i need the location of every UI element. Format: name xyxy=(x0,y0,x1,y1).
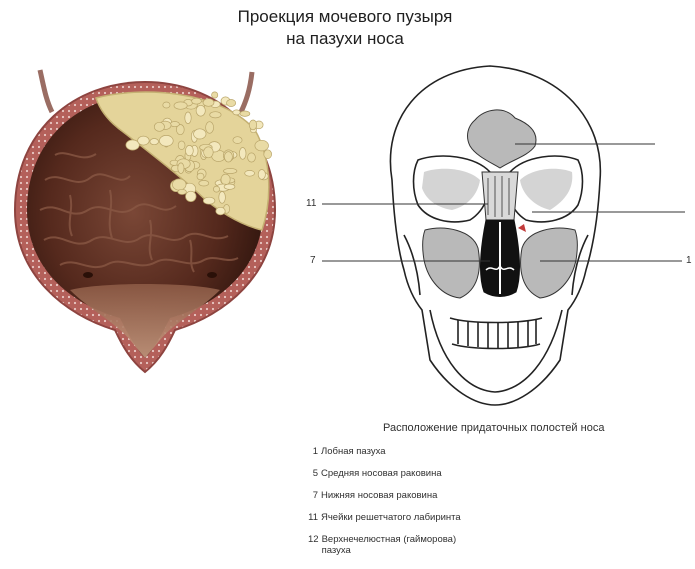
stone xyxy=(239,148,246,160)
left-ureteral-orifice xyxy=(83,272,93,278)
legend-number: 1 xyxy=(308,446,318,457)
stone xyxy=(192,98,202,104)
legend-number: 7 xyxy=(308,490,318,501)
legend-item: 11Ячейки решетчатого лабиринта xyxy=(308,512,482,534)
teeth xyxy=(458,320,536,348)
stone xyxy=(197,173,204,180)
skull-diagram xyxy=(300,60,695,415)
right-ureteral-orifice xyxy=(207,272,217,278)
legend-number: 5 xyxy=(308,468,318,479)
legend: 1Лобная пазуха 5Средняя носовая раковина… xyxy=(308,446,482,560)
stone xyxy=(126,140,139,150)
stone xyxy=(212,92,218,98)
legend-item: 1Лобная пазуха xyxy=(308,446,482,468)
legend-item: 12Верхнечелюстная (гайморова) пазуха xyxy=(308,534,482,560)
legend-item: 7Нижняя носовая раковина xyxy=(308,490,482,512)
legend-number: 11 xyxy=(308,512,318,523)
stone xyxy=(206,122,214,134)
callout-7: 7 xyxy=(310,255,316,266)
stone xyxy=(185,112,191,124)
legend-number: 12 xyxy=(308,534,319,545)
stone xyxy=(199,180,209,186)
stone xyxy=(233,137,242,144)
stone xyxy=(224,184,235,189)
stone xyxy=(248,153,256,162)
stone xyxy=(178,189,187,194)
stone xyxy=(174,102,187,109)
stone xyxy=(178,163,184,174)
legend-text: Лобная пазуха xyxy=(321,446,386,457)
legend-text: Ячейки решетчатого лабиринта xyxy=(321,512,461,523)
stone xyxy=(264,150,272,159)
stone xyxy=(219,192,226,204)
stone xyxy=(216,207,225,215)
stone xyxy=(249,120,256,130)
stone xyxy=(245,170,255,176)
stone xyxy=(150,139,159,145)
right-orbit-fill xyxy=(520,169,572,210)
stone xyxy=(194,129,206,139)
legend-item: 5Средняя носовая раковина xyxy=(308,468,482,490)
stone xyxy=(224,152,232,162)
bladder-illustration xyxy=(0,60,290,380)
stone xyxy=(172,179,186,190)
stone xyxy=(186,191,197,201)
stone xyxy=(258,170,265,180)
callout-11: 11 xyxy=(306,198,316,209)
left-ureter xyxy=(40,70,52,112)
title-line-1: Проекция мочевого пузыря xyxy=(160,6,530,28)
stone xyxy=(210,112,221,118)
right-maxillary-sinus xyxy=(521,228,578,298)
stone xyxy=(178,141,185,150)
title-line-2: на пазухи носа xyxy=(160,28,530,50)
stone xyxy=(233,110,240,115)
lower-teeth-line xyxy=(452,344,540,349)
left-zygoma xyxy=(404,235,420,295)
diagram-caption: Расположение придаточных полостей носа xyxy=(383,422,604,434)
right-ureter xyxy=(240,72,252,114)
stone xyxy=(203,197,215,204)
stone xyxy=(227,100,236,107)
left-maxillary-sinus xyxy=(423,228,480,298)
stone xyxy=(154,122,164,131)
stone xyxy=(163,102,170,108)
callout-1: 1 xyxy=(686,255,692,266)
stone xyxy=(213,186,219,192)
stone xyxy=(170,122,179,127)
stone xyxy=(224,168,237,173)
stone xyxy=(204,147,214,158)
stone xyxy=(159,135,173,146)
stone xyxy=(196,105,205,116)
legend-text: Верхнечелюстная (гайморова) пазуха xyxy=(322,534,482,556)
stone xyxy=(138,136,150,145)
legend-text: Нижняя носовая раковина xyxy=(321,490,437,501)
stone xyxy=(203,99,214,107)
stone xyxy=(186,145,194,155)
frontal-sinus xyxy=(468,110,536,168)
red-marker xyxy=(518,224,526,232)
stone xyxy=(255,140,269,151)
ethmoid-cells xyxy=(482,172,518,220)
stone xyxy=(240,111,250,116)
stone xyxy=(221,174,230,185)
legend-text: Средняя носовая раковина xyxy=(321,468,442,479)
figure-title: Проекция мочевого пузыря на пазухи носа xyxy=(160,6,530,50)
